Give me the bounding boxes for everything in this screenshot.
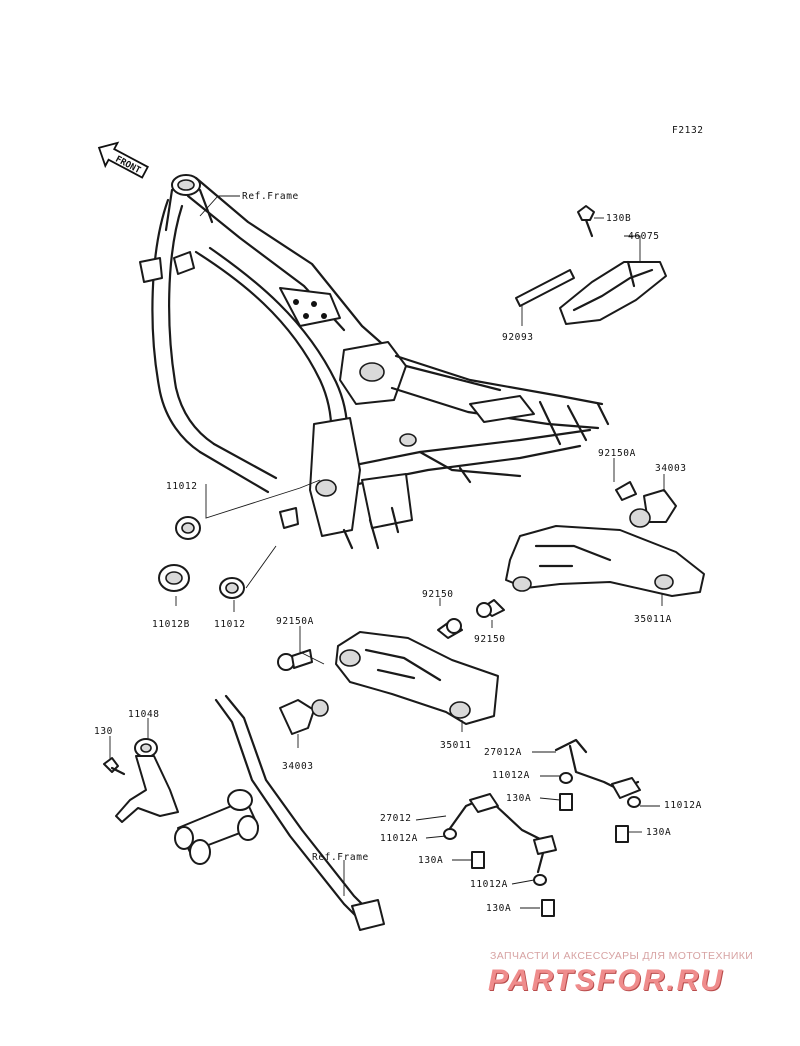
- label-27012: 27012: [380, 813, 412, 824]
- label-130a-2: 130A: [646, 827, 671, 838]
- bracket-27012: [443, 793, 557, 917]
- label-35011: 35011: [440, 740, 472, 751]
- bolt-92150a-right: [615, 481, 637, 501]
- label-11012a-2: 11012A: [664, 800, 702, 811]
- label-130a-3: 130A: [418, 855, 443, 866]
- label-92093: 92093: [502, 332, 534, 343]
- bracket-35011: [335, 631, 499, 725]
- front-arrow-icon: FRONT: [97, 141, 149, 179]
- label-130b: 130B: [606, 213, 631, 224]
- label-46075: 46075: [628, 231, 660, 242]
- grommet-11012b: [158, 564, 190, 592]
- watermark-tagline: ЗАПЧАСТИ И АКСЕССУАРЫ ДЛЯ МОТОТЕХНИКИ: [490, 950, 754, 962]
- diagram-code: F2132: [672, 125, 704, 136]
- label-ref-frame-bottom: Ref.Frame: [312, 852, 369, 863]
- label-34003-left: 34003: [282, 761, 314, 772]
- leader-lines: [109, 195, 665, 909]
- strip-92093: [515, 269, 575, 307]
- label-35011a: 35011A: [634, 614, 672, 625]
- bolt-92150-lower: [437, 618, 463, 639]
- label-130a-1: 130A: [506, 793, 531, 804]
- grommet-11012-bottom: [219, 577, 245, 599]
- label-27012a: 27012A: [484, 747, 522, 758]
- pivot-34003-left: [279, 699, 329, 735]
- bolt-92150a-left: [277, 649, 313, 671]
- label-11012a-4: 11012A: [470, 879, 508, 890]
- bolt-130: [103, 757, 126, 776]
- label-130: 130: [94, 726, 113, 737]
- bolt-92150-upper: [476, 599, 505, 618]
- label-92150a-right: 92150A: [598, 448, 636, 459]
- bolt-130b: [577, 205, 595, 238]
- label-11012a-1: 11012A: [492, 770, 530, 781]
- label-130a-4: 130A: [486, 903, 511, 914]
- label-11012a-3: 11012A: [380, 833, 418, 844]
- bracket-11048: [115, 738, 179, 823]
- frame-lower-section: [174, 694, 385, 931]
- label-ref-frame-top: Ref.Frame: [242, 191, 299, 202]
- frame-assembly: [139, 174, 610, 550]
- chain-guard-46075: [559, 260, 667, 325]
- label-11012-bottom: 11012: [214, 619, 246, 630]
- pivot-34003-right: [629, 489, 677, 528]
- bracket-27012a: [554, 738, 641, 843]
- label-92150-upper: 92150: [422, 589, 454, 600]
- grommet-11012-top: [175, 516, 201, 540]
- label-34003-right: 34003: [655, 463, 687, 474]
- label-92150-lower: 92150: [474, 634, 506, 645]
- bracket-35011a: [505, 525, 705, 597]
- label-11048: 11048: [128, 709, 160, 720]
- label-11012-top: 11012: [166, 481, 198, 492]
- watermark-logo: PARTSFOR.RU: [488, 964, 724, 997]
- label-92150a-left: 92150A: [276, 616, 314, 627]
- label-11012b: 11012B: [152, 619, 190, 630]
- part-labels: Ref.Frame 130B 46075 92093 92150A 34003 …: [94, 191, 702, 914]
